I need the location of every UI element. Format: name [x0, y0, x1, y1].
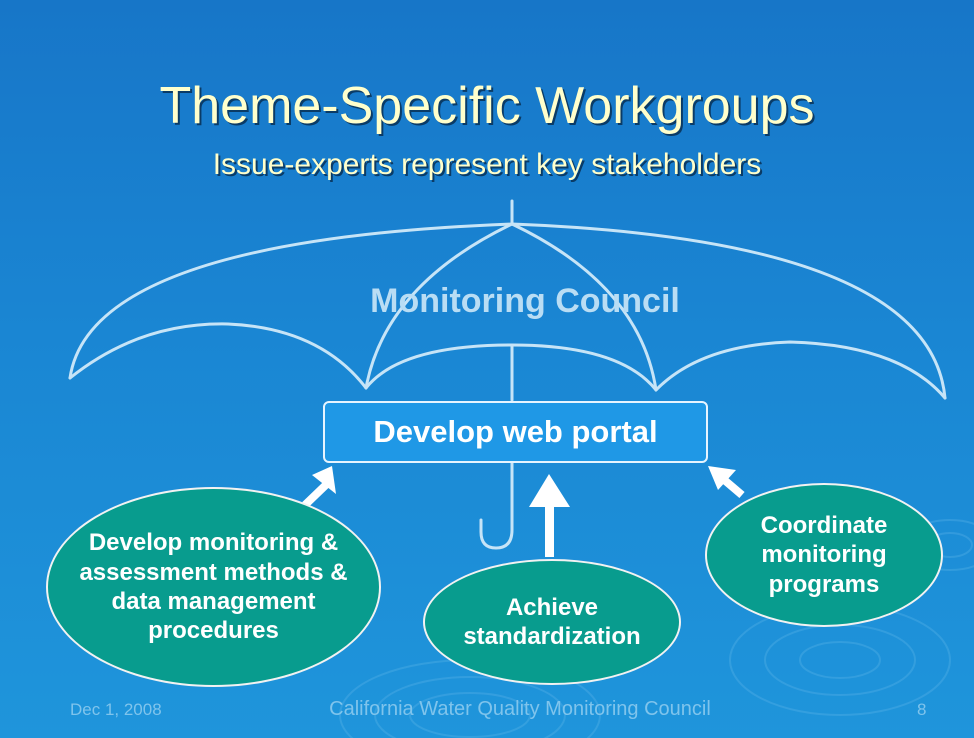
slide-title: Theme-Specific Workgroups — [159, 77, 815, 135]
umbrella-label: Monitoring Council — [370, 282, 680, 320]
workgroup-coordinate-label: Coordinate monitoring programs — [760, 512, 888, 598]
footer-organization: California Water Quality Monitoring Coun… — [329, 698, 711, 720]
web-portal-box: Develop web portal — [323, 401, 708, 463]
footer-page-number: 8 — [917, 700, 927, 719]
arrow-standardization-to-portal — [529, 474, 570, 557]
workgroup-standardization-label: Achieve standardization — [463, 593, 641, 650]
arrow-methods-to-portal — [302, 466, 336, 508]
arrow-coordinate-to-portal — [708, 466, 745, 499]
workgroup-methods: Develop monitoring & assessment methods … — [46, 487, 381, 687]
workgroup-coordinate: Coordinate monitoring programs — [705, 483, 943, 627]
slide-subtitle: Issue-experts represent key stakeholders — [212, 148, 762, 181]
workgroup-standardization: Achieve standardization — [423, 559, 681, 685]
workgroup-methods-label: Develop monitoring & assessment methods … — [79, 529, 348, 645]
footer-date: Dec 1, 2008 — [70, 700, 162, 719]
